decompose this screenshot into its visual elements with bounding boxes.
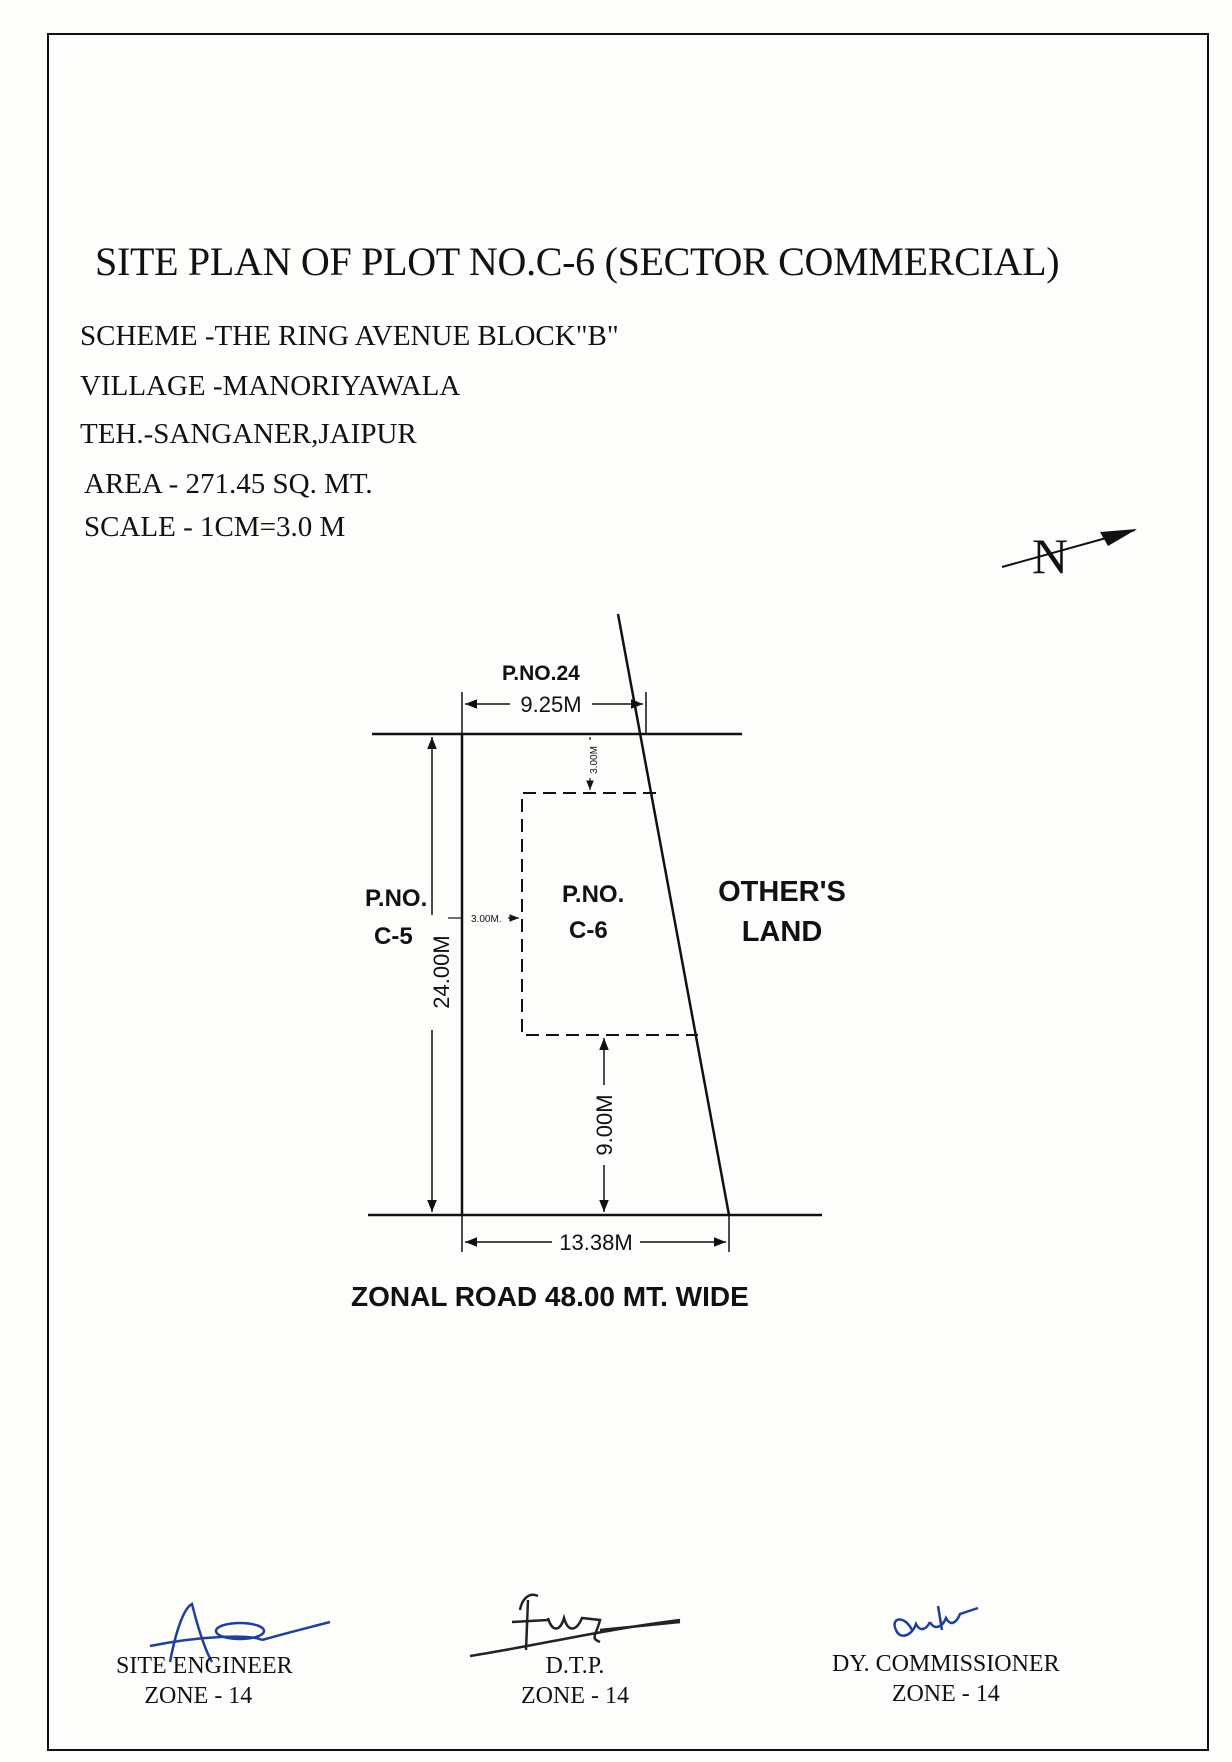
dy-commissioner-zone: ZONE - 14 [891, 1681, 1000, 1707]
dtp-role: D.T.P. [545, 1653, 605, 1679]
area-text: AREA - 271.45 SQ. MT. [84, 468, 373, 500]
left-dimension-label: 24.00M [429, 935, 454, 1008]
dtp-block: D.T.P. ZONE - 14 [521, 1651, 629, 1711]
bottom-dimension [461, 1215, 730, 1252]
scheme-text: SCHEME -THE RING AVENUE BLOCK"B" [80, 320, 619, 352]
right-plot-line [616, 613, 731, 1216]
dy-commissioner-role: DY. COMMISSIONER [832, 1651, 1060, 1677]
dy-commissioner-signature [893, 1605, 979, 1637]
page-border [47, 33, 1209, 1751]
plot-label-2: C-6 [569, 917, 608, 944]
site-engineer-role: SITE ENGINEER [116, 1653, 293, 1679]
top-dimension-label: 9.25M [520, 692, 581, 717]
right-neighbour-label-2: LAND [742, 916, 823, 948]
site-engineer-zone: ZONE - 14 [144, 1683, 253, 1709]
side-setback-label: 3.00M. [471, 914, 502, 925]
bottom-dimension-label: 13.38M [559, 1230, 632, 1255]
building-envelope [521, 792, 698, 1036]
left-neighbour-label-1: P.NO. [365, 885, 427, 912]
front-setback-label: 3.00M [589, 746, 600, 774]
dtp-zone: ZONE - 14 [521, 1683, 629, 1709]
tehsil-text: TEH.-SANGANER,JAIPUR [80, 418, 417, 450]
north-arrow-icon: N [1001, 528, 1137, 584]
village-text: VILLAGE -MANORIYAWALA [80, 370, 461, 402]
left-neighbour-label-2: C-5 [374, 923, 413, 950]
rear-setback-label: 9.00M [592, 1094, 617, 1155]
right-neighbour-label-1: OTHER'S [718, 876, 846, 908]
road-label: ZONAL ROAD 48.00 MT. WIDE [351, 1281, 749, 1312]
north-label: N [1032, 528, 1068, 584]
site-engineer-signature [149, 1602, 331, 1663]
dy-commissioner-block: DY. COMMISSIONER ZONE - 14 [832, 1649, 1060, 1709]
scale-text: SCALE - 1CM=3.0 M [84, 511, 346, 543]
dtp-signature [469, 1593, 681, 1658]
page-title: SITE PLAN OF PLOT NO.C-6 (SECTOR COMMERC… [95, 239, 1060, 284]
top-dimension [461, 692, 647, 734]
site-engineer-block: SITE ENGINEER ZONE - 14 [116, 1651, 293, 1711]
top-neighbour-label: P.NO.24 [502, 662, 580, 685]
plot-label-1: P.NO. [562, 881, 624, 908]
